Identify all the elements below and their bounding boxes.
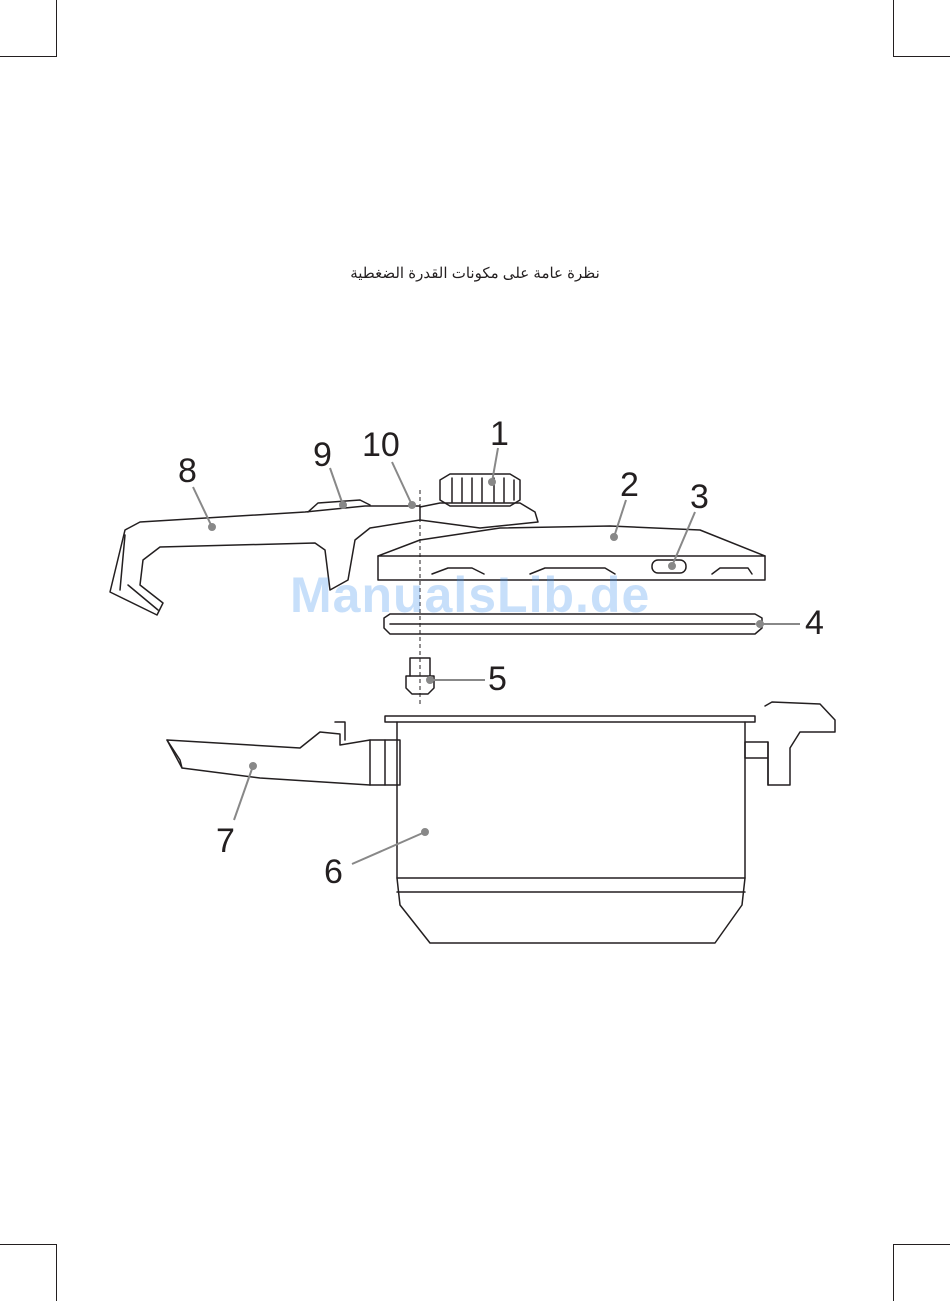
callout-2: 2: [620, 466, 639, 504]
leader-line-6: [352, 829, 428, 864]
callout-1: 1: [490, 415, 509, 453]
leader-line-4: [757, 621, 800, 627]
leader-line-1: [489, 448, 498, 485]
callout-5: 5: [488, 660, 507, 698]
callout-4: 4: [805, 604, 824, 642]
pot: [385, 716, 755, 943]
leader-line-2: [611, 500, 626, 540]
callout-8: 8: [178, 452, 197, 490]
callout-6: 6: [324, 853, 343, 891]
leader-line-5: [427, 677, 485, 683]
callout-7: 7: [216, 822, 235, 860]
callout-3: 3: [690, 478, 709, 516]
leader-line-10: [392, 462, 415, 508]
leader-line-7: [234, 763, 256, 820]
watermark: ManualsLib.de: [290, 566, 650, 624]
callout-9: 9: [313, 436, 332, 474]
callout-10: 10: [362, 426, 400, 464]
pot-side-handle: [745, 702, 835, 785]
pot-handle: [167, 722, 400, 785]
leader-line-8: [193, 487, 215, 530]
pressure-regulator: [420, 474, 538, 528]
